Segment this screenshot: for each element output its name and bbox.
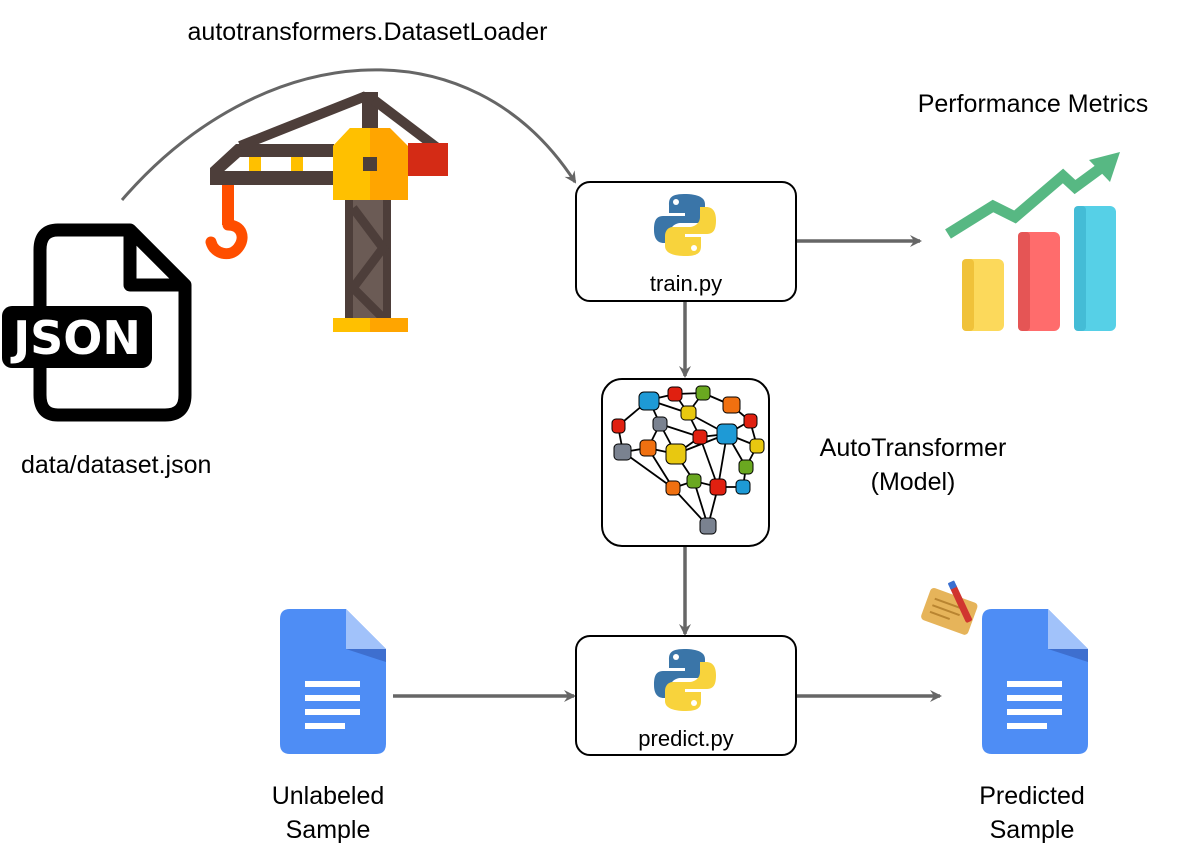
- bar-chart-icon: [945, 152, 1120, 331]
- predicted-sample-label: Predicted Sample: [942, 779, 1122, 847]
- unlabeled-sample-label: Unlabeled Sample: [238, 779, 418, 847]
- metrics-label: Performance Metrics: [917, 90, 1149, 118]
- unlabeled-label-line2: Sample: [285, 816, 371, 844]
- predicted-label-line2: Sample: [989, 816, 1075, 844]
- crane-icon: [205, 91, 448, 332]
- train-script-box[interactable]: train.py: [575, 181, 797, 302]
- json-file-icon: JSON: [2, 223, 192, 422]
- train-script-label: train.py: [650, 271, 722, 296]
- model-label-line1: AutoTransformer: [819, 434, 1007, 462]
- network-nodes: [611, 385, 765, 535]
- loader-label: autotransformers.DatasetLoader: [187, 18, 548, 46]
- json-badge-text: JSON: [10, 311, 141, 365]
- loader-arrow: [120, 68, 577, 201]
- model-box: [601, 378, 770, 547]
- document-icon: [982, 609, 1088, 754]
- predict-script-box[interactable]: predict.py: [575, 635, 797, 756]
- document-icon: [280, 609, 386, 754]
- unlabeled-label-line1: Unlabeled: [271, 782, 385, 810]
- edit-note-icon: [921, 580, 978, 635]
- model-label: AutoTransformer (Model): [793, 431, 1033, 499]
- predict-script-label: predict.py: [638, 726, 733, 751]
- dataset-label: data/dataset.json: [21, 451, 212, 479]
- model-label-line2: (Model): [870, 468, 956, 496]
- predicted-label-line1: Predicted: [979, 782, 1085, 810]
